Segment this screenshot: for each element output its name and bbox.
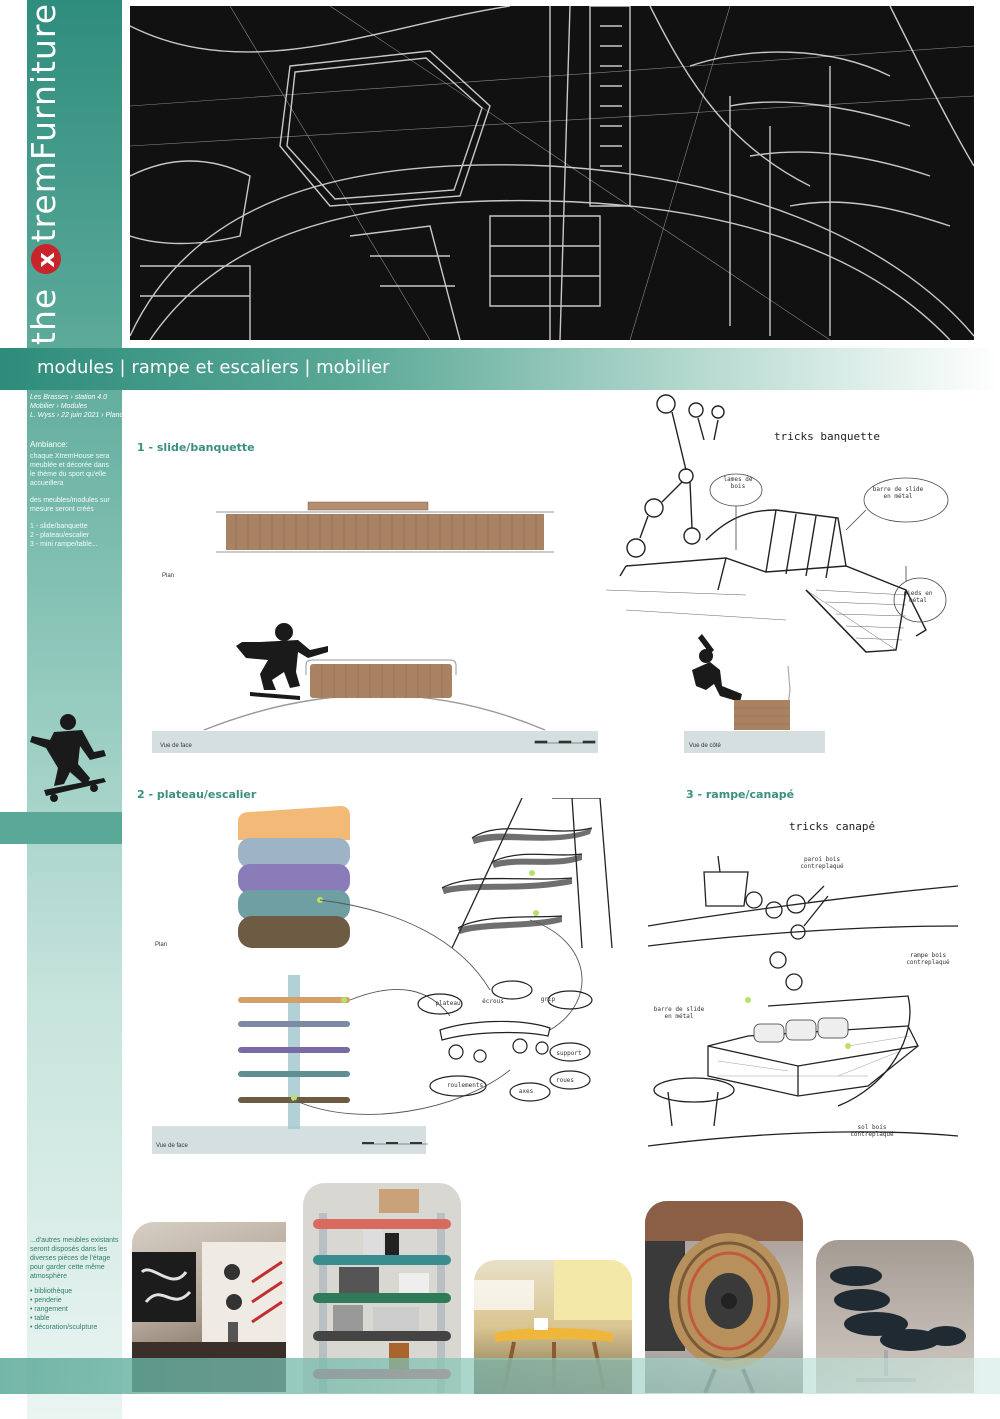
component-callout-sketch: [293, 899, 593, 1115]
ambiance-item: 1 - slide/banquette: [30, 523, 88, 530]
list-item: • décoration/sculpture: [30, 1324, 98, 1331]
meta-line-3: L. Wyss › 22 juin 2021 › Planche 7 › 7: [30, 412, 147, 419]
label-tricks-banquette: tricks banquette: [774, 430, 880, 443]
caption-vue-de-face-2: Vue de face: [156, 1143, 188, 1149]
floor-strip: [684, 731, 825, 753]
scale-bar: [362, 1142, 428, 1145]
label-paroi-bois: paroi bois contreplaqué: [800, 856, 844, 870]
sidebar-tab-strip: [0, 812, 122, 844]
banquette-front-drawing: [203, 623, 596, 744]
ambiance-item: 3 - mini rampe/table...: [30, 541, 98, 548]
list-item: • table: [30, 1315, 50, 1322]
label-pieds-en-metal: pieds en métal: [903, 590, 933, 604]
skater-silhouette: [692, 634, 742, 702]
sidebar: [0, 0, 122, 1419]
ambiance-text: chaque XtremHouse sera meublée et décoré…: [30, 452, 116, 549]
section-title-rampe-canape: 3 - rampe/canapé: [686, 788, 795, 801]
label-roues: roues: [555, 1077, 575, 1084]
section-title-slide-banquette: 1 - slide/banquette: [137, 441, 255, 454]
label-barre-de-slide: barre de slide en métal: [872, 486, 924, 500]
photo-skateboard-table: [474, 1260, 632, 1394]
deck-stack-plan-drawing: [238, 806, 350, 948]
page-title: modules | rampe et escaliers | mobilier: [37, 357, 390, 378]
photo-skateboard-sculpture-drawing: [645, 1201, 803, 1393]
other-furniture-text: ...d'autres meubles existants seront dis…: [30, 1236, 120, 1332]
banquette-side-drawing: [692, 634, 791, 730]
brand-prefix: the: [24, 276, 63, 345]
floor-strip: [152, 1126, 426, 1154]
project-meta: Les Brasses › station 4.0 Mobilier › Mod…: [30, 393, 147, 420]
brand-suffix: tremFurniture: [24, 2, 63, 243]
list-item: • penderie: [30, 1297, 62, 1304]
label-sol-bois: sol bois contreplaqué: [850, 1124, 894, 1138]
stair-perspective-sketch: [441, 798, 613, 948]
meta-line-1: Les Brasses › station 4.0: [30, 394, 108, 401]
label-lames-de-bois: lames de bois: [723, 476, 753, 490]
label-support: support: [556, 1050, 582, 1057]
meta-line-2: Mobilier › Modules: [30, 403, 88, 410]
rampe-canape-sketch: [648, 855, 958, 1147]
label-plateau: plateau: [435, 1000, 461, 1007]
ambiance-title: Ambiance:: [30, 440, 68, 449]
hero-sketch: [130, 6, 974, 340]
skater-silhouette: [236, 623, 328, 700]
caption-vue-de-cote: Vue de côté: [689, 743, 721, 749]
banquette-perspective-sketch: [606, 394, 949, 653]
list-item: • bibliothèque: [30, 1288, 73, 1295]
section-title-plateau-escalier: 2 - plateau/escalier: [137, 788, 257, 801]
ambiance-p2: des meubles/modules sur mesure seront cr…: [30, 497, 110, 513]
caption-plan-2: Plan: [155, 942, 168, 948]
label-ecrous: écrous: [482, 998, 504, 1005]
caption-plan: Plan: [162, 573, 175, 579]
label-roulements: roulements: [446, 1082, 484, 1089]
label-barre-de-slide-2: barre de slide en métal: [653, 1006, 705, 1020]
ambiance-p1: chaque XtremHouse sera meublée et décoré…: [30, 453, 110, 487]
ambiance-item: 2 - plateau/escalier: [30, 532, 90, 539]
list-item: • rangement: [30, 1306, 68, 1313]
skater-silhouette-icon: [30, 714, 106, 802]
label-axes: axes: [518, 1088, 534, 1095]
bottom-band: [0, 1358, 1000, 1394]
title-band: modules | rampe et escaliers | mobilier: [0, 348, 1000, 390]
hero-sketch-drawing: [130, 6, 974, 340]
label-tricks-canape: tricks canapé: [789, 820, 876, 833]
floor-strip: [152, 731, 598, 753]
brand-x-mark: x: [30, 244, 61, 275]
label-rampe-bois: rampe bois contreplaqué: [906, 952, 950, 966]
brand-logo: the xtremFurniture: [24, 3, 63, 345]
banquette-plan-drawing: [216, 501, 554, 553]
label-grip: grip: [540, 996, 556, 1003]
caption-vue-de-face: Vue de face: [160, 743, 192, 749]
other-furniture-list: • bibliothèque • penderie • rangement • …: [30, 1287, 120, 1332]
other-furniture-intro: ...d'autres meubles existants seront dis…: [30, 1237, 119, 1280]
sidebar-gradient: [27, 0, 122, 1419]
